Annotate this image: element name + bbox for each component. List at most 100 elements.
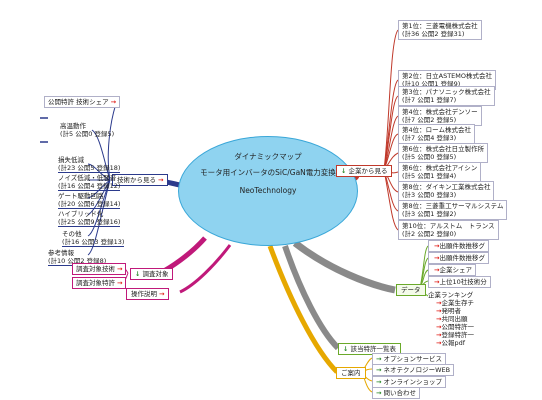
company-5[interactable]: 第4位：ローム株式会社(計7 公開4 登録3) xyxy=(398,124,475,144)
company-title: 第10位：アルストム トランス xyxy=(402,222,495,230)
company-1[interactable]: 第1位：三菱電機株式会社(計36 公開2 登録31) xyxy=(398,20,482,40)
data-node[interactable]: データ xyxy=(396,284,426,296)
company-title: 第8位：三菱重工サーマルシステム xyxy=(402,202,504,210)
green-arrow-icon: ↓ xyxy=(341,167,347,175)
company-detail: (計5 公開0 登録5) xyxy=(402,153,457,161)
tech-node-detail: (計25 公開9 登録16) xyxy=(58,218,121,226)
red-arrow-icon: → xyxy=(434,254,440,262)
tech-node-detail: (計23 公開5 登録18) xyxy=(58,164,121,172)
company-title: 第8位：ダイキン工業株式会社 xyxy=(402,183,491,191)
red-arrow-icon: → xyxy=(436,339,442,347)
branch-instructions xyxy=(179,244,232,294)
instructions-label: 操作説明 xyxy=(131,290,157,298)
green-arrow-icon: ↓ xyxy=(135,270,141,278)
company-detail: (計36 公開2 登録31) xyxy=(402,30,465,38)
company-6[interactable]: 第6位：株式会社日立製作所(計5 公開0 登録5) xyxy=(398,143,489,163)
red-arrow-icon: → xyxy=(434,278,440,286)
company-detail: (計7 公開2 登録5) xyxy=(402,116,457,124)
ranking-item[interactable]: →登録特許一 xyxy=(436,331,474,339)
tech-node-title: ハイブリッド化 xyxy=(58,210,104,218)
tech-node-3[interactable]: ノイズ低減・低騒音 (計16 公開4 登録12) xyxy=(58,174,121,191)
branch-data xyxy=(292,240,396,294)
company-title: 第1位：三菱電機株式会社 xyxy=(402,22,478,30)
ranking-item[interactable]: →共同出願 xyxy=(436,315,468,323)
green-arrow-icon: → xyxy=(376,355,382,363)
tech-node-detail: (計5 公開0 登録5) xyxy=(60,130,115,138)
company-title: 第6位：株式会社アイシン xyxy=(402,164,478,172)
data-item-label: 出願件数推移グ xyxy=(439,254,485,262)
red-arrow-icon: → xyxy=(436,315,442,323)
tech-node-detail: (計16 公開3 登録13) xyxy=(62,238,125,246)
central-topic[interactable]: ダイナミックマップ モータ用インバータのSiC/GaN電力変換 NeoTechn… xyxy=(178,136,358,246)
tech-node-detail: (計16 公開4 登録12) xyxy=(58,182,121,190)
tech-node-title: 高温動作 xyxy=(60,122,86,130)
tech-node-6[interactable]: その他 (計16 公開3 登録13) xyxy=(62,230,125,247)
guide-item-4[interactable]: →問い合わせ xyxy=(372,387,420,399)
red-arrow-icon: → xyxy=(159,290,165,298)
ranking-item[interactable]: →企業生存チ xyxy=(436,299,474,307)
ranking-item[interactable]: →公開特許一 xyxy=(436,323,474,331)
patent-share-label: 公開特許 技術シェア xyxy=(48,98,109,106)
tech-node-4[interactable]: ゲート駆動回路 (計20 公開6 登録14) xyxy=(58,192,121,209)
company-detail: (計3 公開0 登録3) xyxy=(402,191,457,199)
company-title: 第4位：株式会社デンソー xyxy=(402,108,478,116)
instructions-node[interactable]: 操作説明→ xyxy=(126,288,170,300)
company-4[interactable]: 第4位：株式会社デンソー(計7 公開2 登録5) xyxy=(398,106,482,126)
tech-node-detail: (計20 公開6 登録14) xyxy=(58,200,121,208)
ranking-group: 企業ランキング →企業生存チ →発明者 →共同出願 →公開特許一 →登録特許一 … xyxy=(428,291,474,347)
tech-node-title: ゲート駆動回路 xyxy=(58,192,104,200)
company-title: 第4位：ローム株式会社 xyxy=(402,126,471,134)
company-links xyxy=(383,29,399,231)
company-10[interactable]: 第10位：アルストム トランス(計2 公開2 登録0) xyxy=(398,220,499,240)
tech-node-2[interactable]: 損失低減 (計23 公開5 登録18) xyxy=(58,156,121,173)
company-view-label: 企業から見る xyxy=(348,167,388,175)
data-item-label: 企業シェア xyxy=(439,266,472,274)
patent-list-label: 該当特許一覧表 xyxy=(350,345,396,353)
red-arrow-icon: → xyxy=(117,279,123,287)
guide-node[interactable]: ご案内 xyxy=(336,367,366,379)
tech-view-node[interactable]: 技術から見る→ xyxy=(112,174,169,186)
patent-share-node[interactable]: 公開特許 技術シェア→ xyxy=(44,96,121,108)
company-detail: (計10 公開1 登録9) xyxy=(402,80,461,88)
survey-target-node[interactable]: ↓調査対象 xyxy=(130,268,174,280)
company-3[interactable]: 第3位：パナソニック株式会社(計7 公開1 登録7) xyxy=(398,86,495,106)
red-arrow-icon: → xyxy=(110,98,117,106)
company-2[interactable]: 第2位：日立ASTEMO株式会社(計10 公開1 登録9) xyxy=(398,70,497,90)
data-item-3[interactable]: →企業シェア xyxy=(428,264,476,276)
data-item-2[interactable]: →出願件数推移グ xyxy=(428,252,489,264)
company-detail: (計2 公開2 登録0) xyxy=(402,230,457,238)
guide-item-2[interactable]: →ネオテクノロジーWEB xyxy=(372,364,455,376)
company-view-node[interactable]: ↓企業から見る xyxy=(336,165,393,177)
tech-node-5[interactable]: ハイブリッド化 (計25 公開9 登録16) xyxy=(58,210,121,227)
company-detail: (計5 公開1 登録4) xyxy=(402,172,457,180)
data-label: データ xyxy=(401,286,421,294)
company-detail: (計3 公開1 登録2) xyxy=(402,210,457,218)
red-arrow-icon: → xyxy=(436,307,442,315)
survey-tech-node[interactable]: 調査対象技術→ xyxy=(72,263,127,275)
tech-node-title: 参考情報 xyxy=(48,249,74,257)
ranking-item[interactable]: →公報pdf xyxy=(436,339,465,347)
company-title: 第2位：日立ASTEMO株式会社 xyxy=(402,72,493,80)
company-8[interactable]: 第8位：ダイキン工業株式会社(計3 公開0 登録3) xyxy=(398,181,495,201)
center-company: NeoTechnology xyxy=(239,186,297,195)
data-item-1[interactable]: →出願件数推移グ xyxy=(428,240,489,252)
survey-target-label: 調査対象 xyxy=(142,270,169,278)
red-arrow-icon: → xyxy=(436,331,442,339)
patent-list-node[interactable]: ↓該当特許一覧表 xyxy=(338,343,401,355)
tech-node-title: 損失低減 xyxy=(58,156,84,164)
company-9[interactable]: 第8位：三菱重工サーマルシステム(計3 公開1 登録2) xyxy=(398,200,508,220)
tech-bracket xyxy=(40,117,48,143)
guide-label: ご案内 xyxy=(341,369,361,377)
data-item-label: 出願件数推移グ xyxy=(439,242,485,250)
data-item-4[interactable]: →上位10社技術分 xyxy=(428,276,491,288)
survey-patent-node[interactable]: 調査対象特許→ xyxy=(72,277,127,289)
red-arrow-icon: → xyxy=(158,176,164,184)
tech-node-1[interactable]: 高温動作 (計5 公開0 登録5) xyxy=(60,122,114,138)
company-detail: (計7 公開1 登録7) xyxy=(402,96,457,104)
guide-item-3[interactable]: →オンラインショップ xyxy=(372,376,446,388)
branch-guide xyxy=(267,245,339,374)
ranking-item[interactable]: →発明者 xyxy=(436,307,461,315)
data-item-label: 上位10社技術分 xyxy=(439,278,487,286)
company-7[interactable]: 第6位：株式会社アイシン(計5 公開1 登録4) xyxy=(398,162,482,182)
